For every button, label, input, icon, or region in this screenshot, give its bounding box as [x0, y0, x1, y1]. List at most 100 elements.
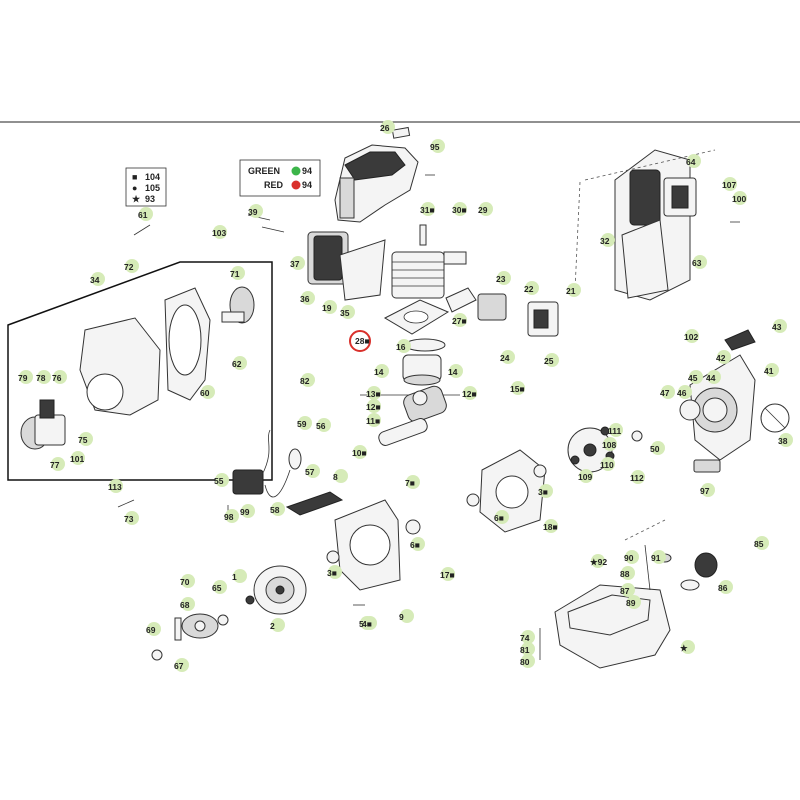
callout-69[interactable]: 69: [146, 622, 161, 636]
callout-15[interactable]: 15■: [510, 381, 525, 395]
callout-16[interactable]: 16: [396, 339, 411, 353]
callout-11[interactable]: 11■: [366, 413, 381, 427]
callout-82[interactable]: 82: [300, 373, 315, 387]
highlighted-callout-28[interactable]: 28■: [349, 330, 371, 352]
callout-8[interactable]: 8: [333, 469, 348, 483]
callout-32[interactable]: 32: [600, 233, 615, 247]
callout-23[interactable]: 23: [496, 271, 511, 285]
callout-67[interactable]: 67: [174, 658, 189, 672]
callout-22[interactable]: 22: [524, 281, 539, 295]
callout-103[interactable]: 103: [212, 225, 227, 239]
callout-111[interactable]: 111: [608, 423, 623, 437]
callout-42[interactable]: 42: [716, 350, 731, 364]
callout-74[interactable]: 74: [520, 630, 535, 644]
callout-76[interactable]: 76: [52, 370, 67, 384]
callout-101[interactable]: 101: [70, 451, 85, 465]
callout-110[interactable]: 110: [600, 457, 615, 471]
callout-56[interactable]: 56: [316, 418, 331, 432]
callout-99[interactable]: 99: [240, 504, 255, 518]
callout-14b[interactable]: 14: [448, 364, 463, 378]
callout-30[interactable]: 30■: [452, 202, 467, 216]
callout-12a[interactable]: 12■: [366, 399, 381, 413]
callout-39[interactable]: 39: [248, 204, 263, 218]
callout-50[interactable]: 50: [650, 441, 665, 455]
callout-97[interactable]: 97: [700, 483, 715, 497]
callout-86[interactable]: 86: [718, 580, 733, 594]
callout-102[interactable]: 102: [684, 329, 699, 343]
callout-59[interactable]: 59: [297, 416, 312, 430]
callout-1[interactable]: 1: [232, 569, 247, 583]
callout-37[interactable]: 37: [290, 256, 305, 270]
callout-38[interactable]: 38: [778, 433, 793, 447]
callout-47[interactable]: 47: [660, 385, 675, 399]
callout-92[interactable]: ★92: [590, 554, 607, 568]
callout-80[interactable]: 80: [520, 654, 535, 668]
callout-71[interactable]: 71: [230, 266, 245, 280]
callout-44[interactable]: 44: [706, 370, 721, 384]
callout-star[interactable]: ★: [680, 640, 695, 654]
callout-57[interactable]: 57: [305, 464, 320, 478]
callout-79[interactable]: 79: [18, 370, 33, 384]
callout-34[interactable]: 34: [90, 272, 105, 286]
callout-107[interactable]: 107: [722, 177, 737, 191]
callout-46[interactable]: 46: [677, 385, 692, 399]
callout-27[interactable]: 27■: [452, 313, 467, 327]
callout-14a[interactable]: 14: [374, 364, 389, 378]
callout-36[interactable]: 36: [300, 291, 315, 305]
callout-number: 36: [300, 294, 310, 304]
callout-26[interactable]: 26: [380, 120, 395, 134]
callout-95[interactable]: 95: [430, 139, 445, 153]
callout-89[interactable]: 89: [626, 595, 641, 609]
callout-100[interactable]: 100: [732, 191, 747, 205]
callout-18[interactable]: 18■: [543, 519, 558, 533]
callout-91[interactable]: 91: [651, 550, 666, 564]
callout-68[interactable]: 68: [180, 597, 195, 611]
callout-21[interactable]: 21: [566, 283, 581, 297]
callout-6b[interactable]: 6■: [410, 537, 425, 551]
callout-7[interactable]: 7■: [405, 475, 420, 489]
callout-85[interactable]: 85: [754, 536, 769, 550]
callout-78[interactable]: 78: [36, 370, 51, 384]
callout-19[interactable]: 19: [322, 300, 337, 314]
callout-88[interactable]: 88: [620, 566, 635, 580]
callout-77[interactable]: 77: [50, 457, 65, 471]
callout-24[interactable]: 24: [500, 350, 515, 364]
callout-3a[interactable]: 3■: [538, 484, 553, 498]
callout-112[interactable]: 112: [630, 470, 645, 484]
callout-31[interactable]: 31■: [420, 202, 435, 216]
callout-81[interactable]: 81: [520, 642, 535, 656]
callout-43[interactable]: 43: [772, 319, 787, 333]
callout-60[interactable]: 60: [200, 385, 215, 399]
callout-98[interactable]: 98: [224, 509, 239, 523]
callout-75[interactable]: 75: [78, 432, 93, 446]
callout-45[interactable]: 45: [688, 370, 703, 384]
callout-73[interactable]: 73: [124, 511, 139, 525]
callout-25[interactable]: 25: [544, 353, 559, 367]
callout-58[interactable]: 58: [270, 502, 285, 516]
callout-64[interactable]: 64: [686, 154, 701, 168]
callout-17[interactable]: 17■: [440, 567, 455, 581]
callout-87[interactable]: 87: [620, 583, 635, 597]
callout-6a[interactable]: 6■: [494, 510, 509, 524]
callout-10[interactable]: 10■: [352, 445, 367, 459]
callout-70[interactable]: 70: [180, 574, 195, 588]
callout-109[interactable]: 109: [578, 469, 593, 483]
callout-29[interactable]: 29: [478, 202, 493, 216]
callout-12b[interactable]: 12■: [462, 386, 477, 400]
callout-9[interactable]: 9: [399, 609, 414, 623]
callout-41[interactable]: 41: [764, 363, 779, 377]
callout-62[interactable]: 62: [232, 356, 247, 370]
callout-2[interactable]: 2: [270, 618, 285, 632]
callout-63[interactable]: 63: [692, 255, 707, 269]
callout-3b[interactable]: 3■: [327, 565, 342, 579]
callout-35[interactable]: 35: [340, 305, 355, 319]
callout-108[interactable]: 108: [602, 437, 617, 451]
callout-13[interactable]: 13■: [366, 386, 381, 400]
callout-65[interactable]: 65: [212, 580, 227, 594]
callout-61[interactable]: 61: [138, 207, 153, 221]
callout-113[interactable]: 113: [108, 479, 123, 493]
callout-4[interactable]: 4■: [362, 616, 377, 630]
callout-72[interactable]: 72: [124, 259, 139, 273]
callout-55[interactable]: 55: [214, 473, 229, 487]
callout-90[interactable]: 90: [624, 550, 639, 564]
